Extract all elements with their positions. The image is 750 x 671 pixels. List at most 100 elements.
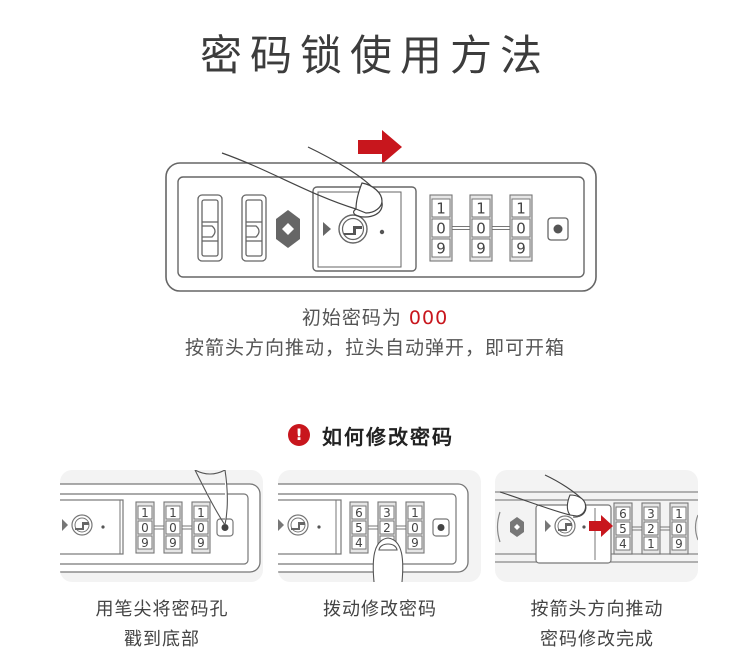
- dial-cell: [671, 521, 687, 536]
- dial-cell: [193, 535, 209, 550]
- initial-password-caption: 初始密码为 000: [0, 303, 750, 330]
- dial-cell: [615, 536, 631, 551]
- step-2-caption: 拨动修改密码: [270, 595, 490, 625]
- dial-digit: 1: [141, 506, 149, 520]
- arrow-marker-icon: [323, 222, 331, 236]
- dial-cell: [431, 198, 451, 218]
- push-arrow-icon: [589, 515, 613, 537]
- dial-cell: [351, 505, 367, 520]
- dial-digit: 4: [619, 537, 627, 551]
- dial-cell: [671, 506, 687, 521]
- dial-digit: 9: [197, 536, 205, 550]
- dial-digit: 3: [647, 507, 655, 521]
- arrow-marker-icon: [545, 520, 551, 532]
- dial-cell: [137, 520, 153, 535]
- dial-digit: 6: [619, 507, 627, 521]
- dial-cell: [511, 238, 531, 258]
- keyhole-icon: [71, 514, 93, 536]
- open-instruction: 按箭头方向推动，拉头自动弹开，即可开箱: [184, 337, 565, 359]
- dial-digit: 9: [476, 239, 486, 257]
- dial-digit: 3: [383, 506, 391, 520]
- tsa-logo-icon: [276, 210, 300, 248]
- caption-prefix: 初始密码为: [301, 307, 402, 329]
- dial-digit: 5: [619, 522, 627, 536]
- step-1-line-1: 用笔尖将密码孔: [95, 599, 229, 620]
- dial-cell: [471, 218, 491, 238]
- keyhole-icon: [338, 214, 368, 244]
- dial-digit: 0: [675, 522, 683, 536]
- dial-digit: 0: [516, 219, 526, 237]
- reset-hole[interactable]: [547, 217, 569, 241]
- dial-cell: [471, 198, 491, 218]
- dial-cell: [165, 535, 181, 550]
- dial-cell: [379, 520, 395, 535]
- dial-cell: [137, 535, 153, 550]
- pen-tip-icon: [194, 470, 228, 526]
- dial-digit: 5: [355, 521, 363, 535]
- slider-left-1: [197, 194, 223, 262]
- dial-cell: [137, 505, 153, 520]
- arrow-marker-icon: [62, 519, 68, 531]
- dial-cell: [643, 506, 659, 521]
- dial-cell: [615, 521, 631, 536]
- how-to-change-heading: ! 如何修改密码: [288, 420, 454, 450]
- dial-cell: [351, 520, 367, 535]
- dial-cell: [511, 198, 531, 218]
- page-title: 密码锁使用方法: [199, 31, 550, 80]
- push-arrow-icon: [358, 130, 402, 164]
- dial-cell: [351, 535, 367, 550]
- finger-icon: [499, 474, 587, 518]
- dial-digit: 1: [197, 506, 205, 520]
- dial-digit: 9: [675, 537, 683, 551]
- dial-cell: [643, 536, 659, 551]
- dial-digit: 1: [675, 507, 683, 521]
- dial-cell: [165, 520, 181, 535]
- dial-digit: 1: [476, 199, 486, 217]
- dial-digit: 1: [647, 537, 655, 551]
- step-2-line-1: 拨动修改密码: [323, 599, 437, 620]
- tsa-logo-icon: [510, 517, 524, 537]
- dial-digit: 0: [411, 521, 419, 535]
- step-3-caption: 按箭头方向推动 密码修改完成: [487, 595, 707, 655]
- dial-cell: [193, 520, 209, 535]
- dial-digit: 2: [647, 522, 655, 536]
- step-1-line-2: 戳到底部: [124, 629, 200, 650]
- dial-digit: 6: [355, 506, 363, 520]
- step-1-caption: 用笔尖将密码孔 戳到底部: [52, 595, 272, 655]
- dial-cell: [471, 238, 491, 258]
- dial-digit: 0: [476, 219, 486, 237]
- dial-cell: [407, 535, 423, 550]
- dial-cell: [671, 536, 687, 551]
- finger-icon: [221, 146, 383, 218]
- arrow-marker-icon: [278, 519, 284, 531]
- reset-hole[interactable]: [432, 518, 450, 537]
- step-3-line-2: 密码修改完成: [540, 629, 654, 650]
- dial-digit: 0: [141, 521, 149, 535]
- exclamation-icon: !: [288, 424, 310, 446]
- dial-digit: 9: [516, 239, 526, 257]
- dial-digit: 9: [169, 536, 177, 550]
- keyhole-icon: [554, 515, 576, 537]
- how-to-label: 如何修改密码: [322, 424, 454, 449]
- dial-digit: 9: [411, 536, 419, 550]
- dial-digit: 2: [383, 521, 391, 535]
- dial-digit: 0: [169, 521, 177, 535]
- dial-cell: [511, 218, 531, 238]
- dial-cell: [407, 505, 423, 520]
- dial-digit: 1: [169, 506, 177, 520]
- dial-cell: [431, 238, 451, 258]
- slider-left-2: [241, 194, 267, 262]
- dial-digit: 0: [436, 219, 446, 237]
- dial-digit: 1: [436, 199, 446, 217]
- step-3-line-1: 按箭头方向推动: [530, 599, 664, 620]
